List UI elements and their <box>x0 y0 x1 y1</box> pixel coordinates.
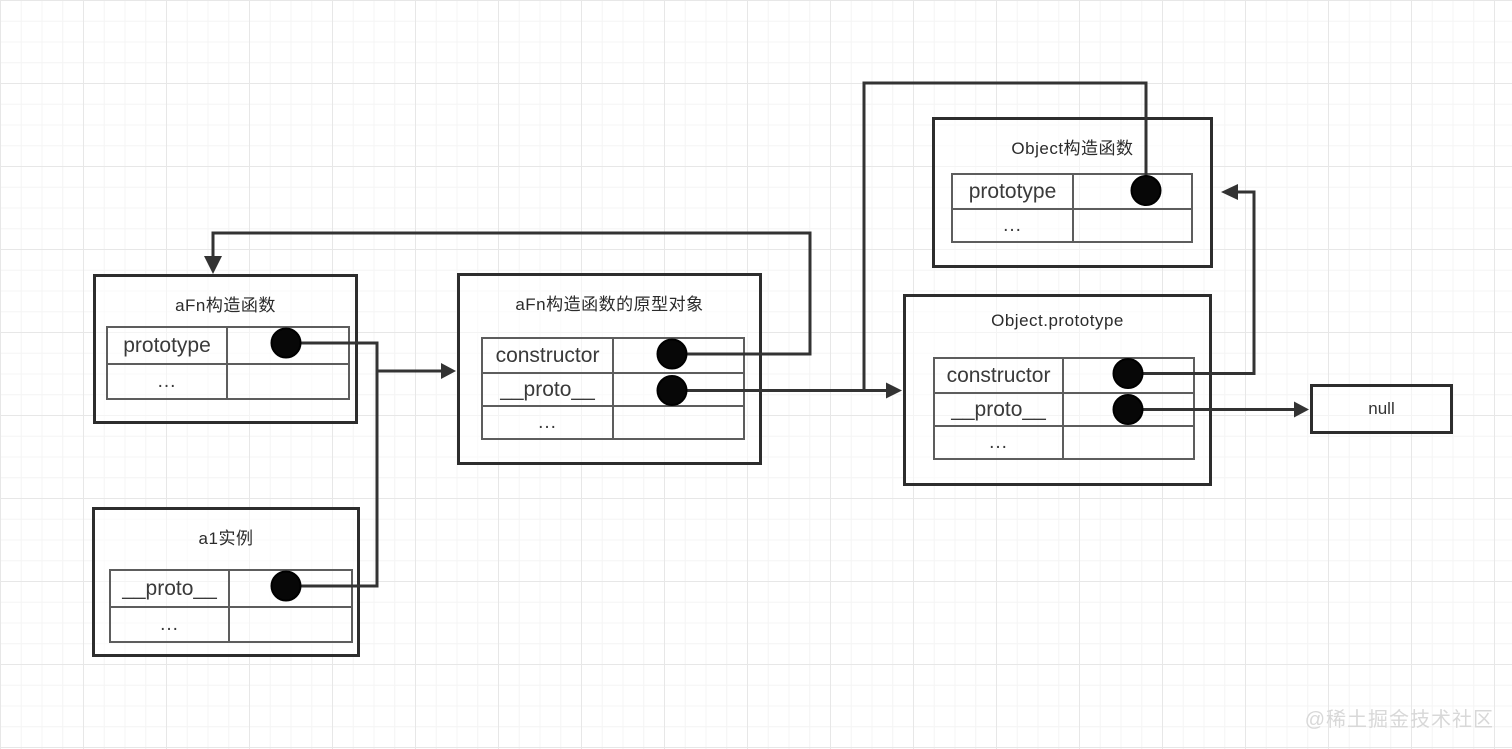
node-object-constructor: Object构造函数 prototype ... <box>932 117 1213 268</box>
node-title-object-prototype: Object.prototype <box>991 311 1124 330</box>
table-row: ... <box>953 208 1191 241</box>
property-table: constructor __proto__ ... <box>933 357 1195 460</box>
arrowhead-right-null <box>1294 401 1309 418</box>
table-row: ... <box>935 425 1193 458</box>
row-value-cell <box>230 608 351 641</box>
node-title-object-constructor: Object构造函数 <box>1011 139 1134 158</box>
property-table: constructor __proto__ ... <box>481 337 745 440</box>
property-table: prototype ... <box>951 173 1193 243</box>
row-label: __proto__ <box>111 571 230 606</box>
row-value-cell <box>1074 210 1191 241</box>
table-row: __proto__ <box>111 571 351 606</box>
node-a1-instance: a1实例 __proto__ ... <box>92 507 360 657</box>
table-row: ... <box>111 606 351 641</box>
property-table: prototype ... <box>106 326 350 400</box>
row-label: ... <box>108 365 228 398</box>
row-value-cell <box>614 374 743 405</box>
row-value-cell <box>1064 359 1193 392</box>
row-value-cell <box>230 571 351 606</box>
table-row: __proto__ <box>483 372 743 405</box>
row-value-cell <box>614 407 743 438</box>
row-label: ... <box>935 427 1064 458</box>
arrowhead-right-object-prototype <box>886 382 902 399</box>
arrowhead-right-prototype-object <box>441 363 456 379</box>
node-afn-prototype-object: aFn构造函数的原型对象 constructor __proto__ ... <box>457 273 762 465</box>
property-table: __proto__ ... <box>109 569 353 643</box>
row-label: ... <box>111 608 230 641</box>
row-value-cell <box>228 365 348 398</box>
row-label: prototype <box>953 175 1074 208</box>
row-label: __proto__ <box>483 374 614 405</box>
table-row: constructor <box>935 359 1193 392</box>
row-label: prototype <box>108 328 228 363</box>
arrowhead-down-afn-constructor <box>204 256 222 274</box>
node-null: null <box>1310 384 1453 434</box>
table-row: ... <box>108 363 348 398</box>
row-label: ... <box>953 210 1074 241</box>
row-value-cell <box>1074 175 1191 208</box>
table-row: constructor <box>483 339 743 372</box>
row-label: constructor <box>483 339 614 372</box>
table-row: prototype <box>108 328 348 363</box>
row-value-cell <box>228 328 348 363</box>
table-row: prototype <box>953 175 1191 208</box>
null-label: null <box>1368 399 1395 418</box>
table-row: ... <box>483 405 743 438</box>
row-value-cell <box>1064 394 1193 425</box>
row-label: ... <box>483 407 614 438</box>
arrowhead-left-object-constructor <box>1221 184 1238 200</box>
node-title-afn-prototype-object: aFn构造函数的原型对象 <box>515 295 704 314</box>
node-title-afn-constructor: aFn构造函数 <box>175 296 276 315</box>
node-afn-constructor: aFn构造函数 prototype ... <box>93 274 358 424</box>
node-title-a1-instance: a1实例 <box>198 529 254 548</box>
row-value-cell <box>1064 427 1193 458</box>
node-object-prototype: Object.prototype constructor __proto__ .… <box>903 294 1212 486</box>
row-value-cell <box>614 339 743 372</box>
row-label: constructor <box>935 359 1064 392</box>
row-label: __proto__ <box>935 394 1064 425</box>
table-row: __proto__ <box>935 392 1193 425</box>
watermark: @稀土掘金技术社区 <box>1304 709 1494 731</box>
